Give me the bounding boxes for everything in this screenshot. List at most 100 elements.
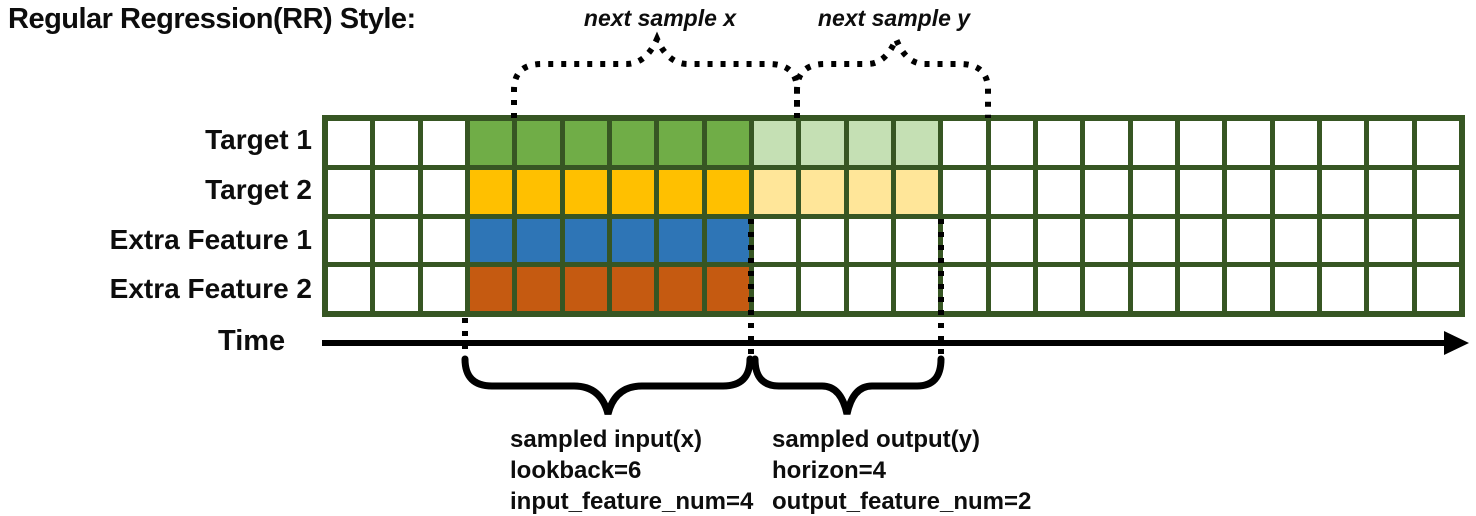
grid-cell: [659, 121, 702, 165]
grid-cell: [848, 267, 891, 311]
grid-cell: [611, 218, 655, 263]
grid-cell: [1179, 169, 1223, 214]
grid-cell: [469, 218, 513, 263]
grid-cell: [1274, 267, 1317, 311]
grid-cell: [990, 169, 1033, 214]
grid-cell: [895, 121, 939, 165]
grid-cell: [422, 267, 465, 311]
grid-cell: [1132, 267, 1175, 311]
grid-cell: [1321, 169, 1365, 214]
sampled-output-brace: [751, 355, 945, 415]
grid-cell: [659, 169, 702, 214]
sampled-input-note: sampled input(x) lookback=6 input_featur…: [510, 424, 753, 516]
grid-cell: [1369, 121, 1412, 165]
grid-cell: [990, 121, 1033, 165]
next-sample-x-label: next sample x: [583, 5, 737, 31]
grid-cell: [1274, 218, 1317, 263]
grid-cell: [611, 267, 655, 311]
grid-cell: [611, 169, 655, 214]
grid-cell: [1085, 218, 1128, 263]
sampled-output-note: sampled output(y) horizon=4 output_featu…: [772, 424, 1031, 516]
grid-cell: [375, 169, 418, 214]
page-title: Regular Regression(RR) Style:: [8, 3, 416, 35]
grid-cell: [1227, 218, 1270, 263]
grid-cell: [1037, 169, 1081, 214]
grid-cell: [753, 267, 797, 311]
grid-cell: [895, 218, 939, 263]
grid-cell: [328, 169, 371, 214]
row-label-target-2: Target 2: [205, 174, 312, 205]
grid-cell: [517, 267, 560, 311]
note-line: sampled input(x): [510, 426, 703, 453]
grid-cell: [753, 169, 797, 214]
grid-cell: [328, 121, 371, 165]
grid-cell: [375, 218, 418, 263]
note-line: lookback=6: [510, 457, 642, 484]
grid-cell: [706, 121, 749, 165]
grid-cell: [659, 267, 702, 311]
grid-cell: [943, 121, 986, 165]
grid-cell: [848, 121, 891, 165]
grid-cell: [1227, 169, 1270, 214]
grid-cell: [375, 121, 418, 165]
grid-cell: [1227, 121, 1270, 165]
time-axis-label: Time: [218, 325, 286, 357]
grid-cell: [943, 169, 986, 214]
grid-cell: [517, 218, 560, 263]
grid-cell: [564, 267, 607, 311]
row-label-extra-feature-1: Extra Feature 1: [109, 224, 312, 255]
next-sample-x-brace: [511, 31, 800, 118]
grid-cell: [1321, 218, 1365, 263]
grid-cell: [469, 267, 513, 311]
grid-cell: [1321, 121, 1365, 165]
row-label-extra-feature-2: Extra Feature 2: [109, 273, 312, 304]
grid-cell: [1369, 267, 1412, 311]
grid-cell: [1179, 267, 1223, 311]
grid-cell: [1274, 121, 1317, 165]
grid-cell: [1227, 267, 1270, 311]
grid-cell: [753, 218, 797, 263]
grid-cell: [469, 169, 513, 214]
grid-cell: [895, 169, 939, 214]
grid-cell: [943, 218, 986, 263]
grid-cell: [990, 267, 1033, 311]
grid-cell: [1037, 267, 1081, 311]
grid-cell: [848, 169, 891, 214]
grid-cell: [517, 169, 560, 214]
grid-cell: [1132, 218, 1175, 263]
grid-cell: [1274, 169, 1317, 214]
grid-cell: [1416, 121, 1459, 165]
grid-cell: [706, 218, 749, 263]
grid-cell: [801, 121, 844, 165]
grid-cell: [1416, 267, 1459, 311]
grid-cell: [1132, 121, 1175, 165]
grid-cell: [1179, 121, 1223, 165]
grid-cell: [706, 169, 749, 214]
grid-cell: [422, 169, 465, 214]
grid-cell: [1037, 121, 1081, 165]
grid-cell: [564, 121, 607, 165]
grid-cell: [1369, 169, 1412, 214]
next-sample-y-brace: [794, 30, 991, 118]
grid-cell: [375, 267, 418, 311]
grid-cell: [1369, 218, 1412, 263]
next-sample-y-label: next sample y: [817, 5, 971, 31]
grid-cell: [1085, 267, 1128, 311]
grid-cell: [1085, 169, 1128, 214]
grid-cell: [1321, 267, 1365, 311]
grid-cell: [1132, 169, 1175, 214]
note-line: sampled output(y): [772, 426, 980, 453]
sampled-input-brace: [461, 355, 754, 415]
grid-cell: [895, 267, 939, 311]
grid-cell: [706, 267, 749, 311]
grid-cell: [564, 169, 607, 214]
grid-cell: [943, 267, 986, 311]
grid-cell: [517, 121, 560, 165]
grid: [322, 115, 1465, 317]
grid-cell: [422, 121, 465, 165]
note-line: horizon=4: [772, 457, 887, 484]
grid-cell: [801, 218, 844, 263]
grid-cell: [469, 121, 513, 165]
grid-cell: [328, 267, 371, 311]
